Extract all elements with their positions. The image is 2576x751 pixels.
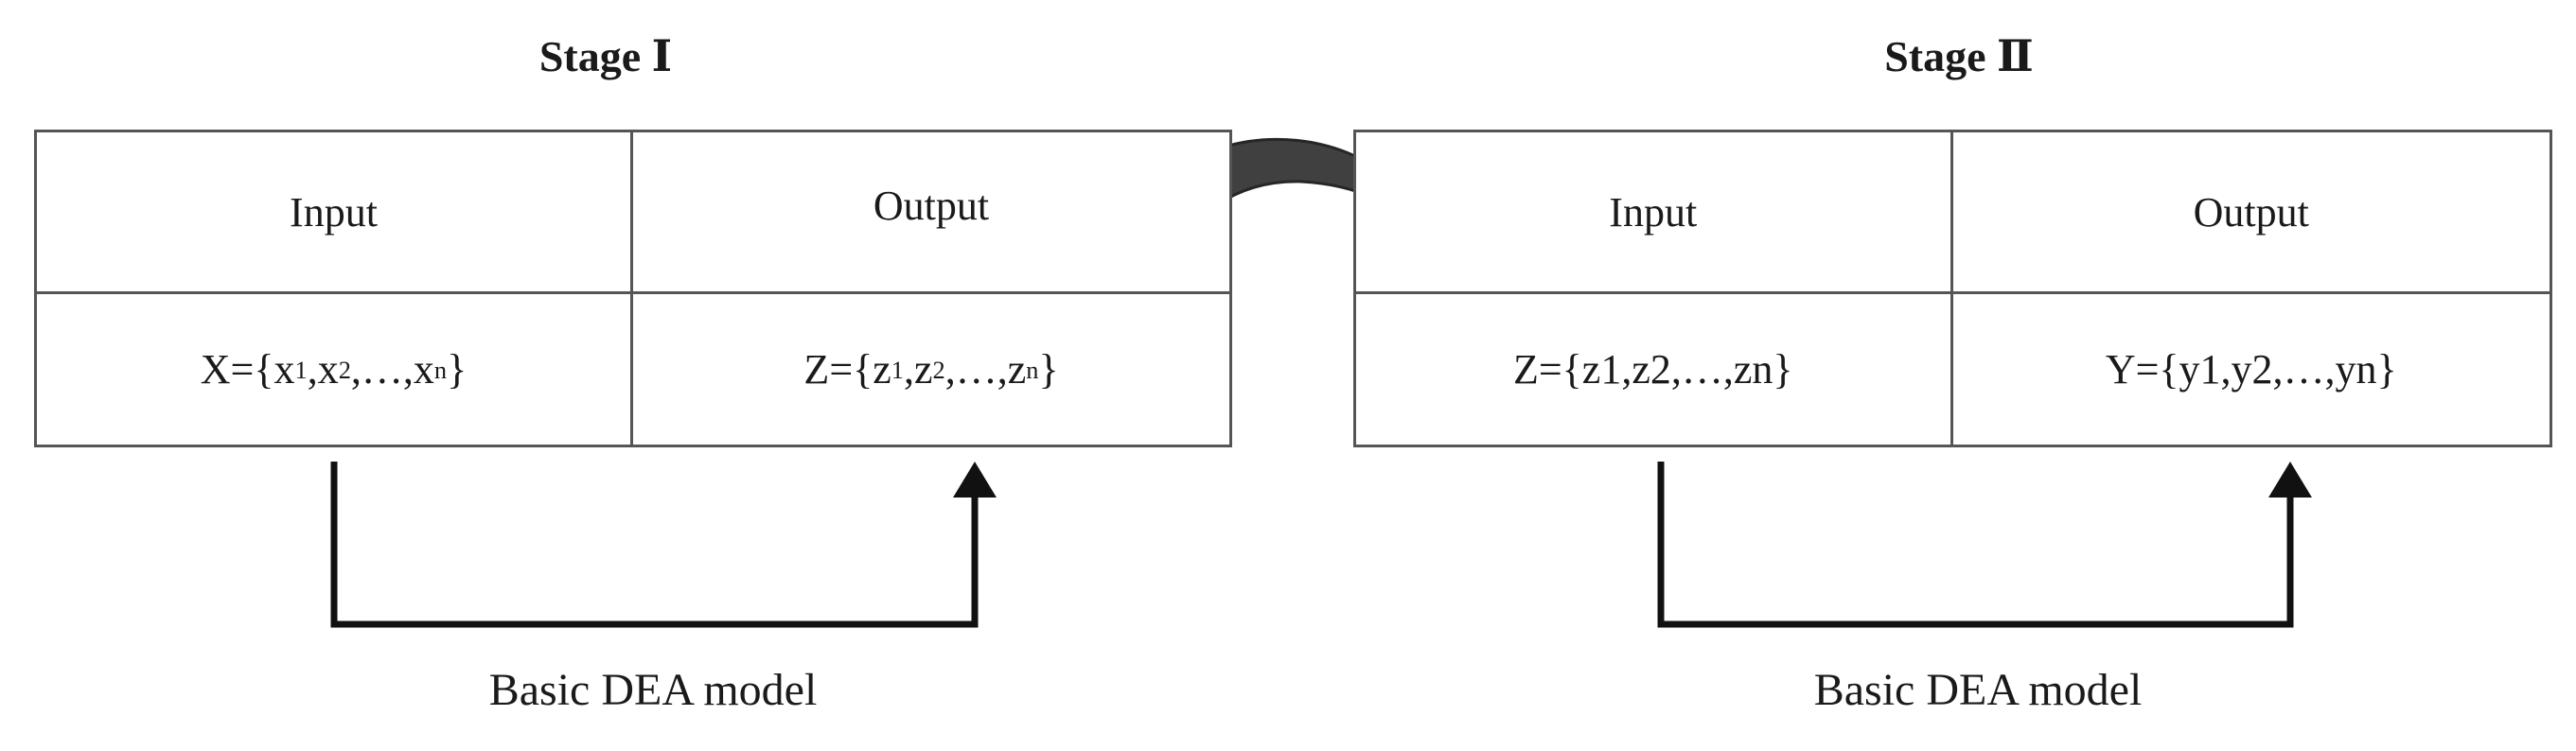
stage-2-output-formula: Y={y1,y2,…,yn} bbox=[2105, 346, 2397, 393]
stage-1-input-set-name: X bbox=[200, 346, 231, 393]
stage-1-input-header: Input bbox=[37, 132, 633, 294]
stage-2-caption: Basic DEA model bbox=[1813, 665, 2143, 715]
stage1-arrow-up-icon bbox=[953, 462, 997, 498]
stage-2-input-header: Input bbox=[1356, 132, 1953, 294]
stage-2-table: Input Output Z={z1,z2,…,zn} Y={y1,y2,…,y… bbox=[1353, 130, 2552, 447]
stage-2-input-formula: Z={z1,z2,…,zn} bbox=[1356, 294, 1953, 445]
stage2-feedback-bracket bbox=[1657, 462, 2294, 628]
stage1-feedback-bracket bbox=[330, 462, 979, 628]
stage2-arrow-up-icon bbox=[2268, 462, 2312, 498]
stage-2-output-header: Output bbox=[1952, 132, 2550, 294]
stage-1-output-set-name: Z bbox=[803, 346, 830, 393]
stage-1-output-header: Output bbox=[633, 132, 1229, 294]
stage-1-caption: Basic DEA model bbox=[488, 665, 818, 715]
stage-1-title: Stage Ⅰ bbox=[538, 32, 673, 80]
stage-2-title: Stage Ⅱ bbox=[1884, 32, 2034, 80]
